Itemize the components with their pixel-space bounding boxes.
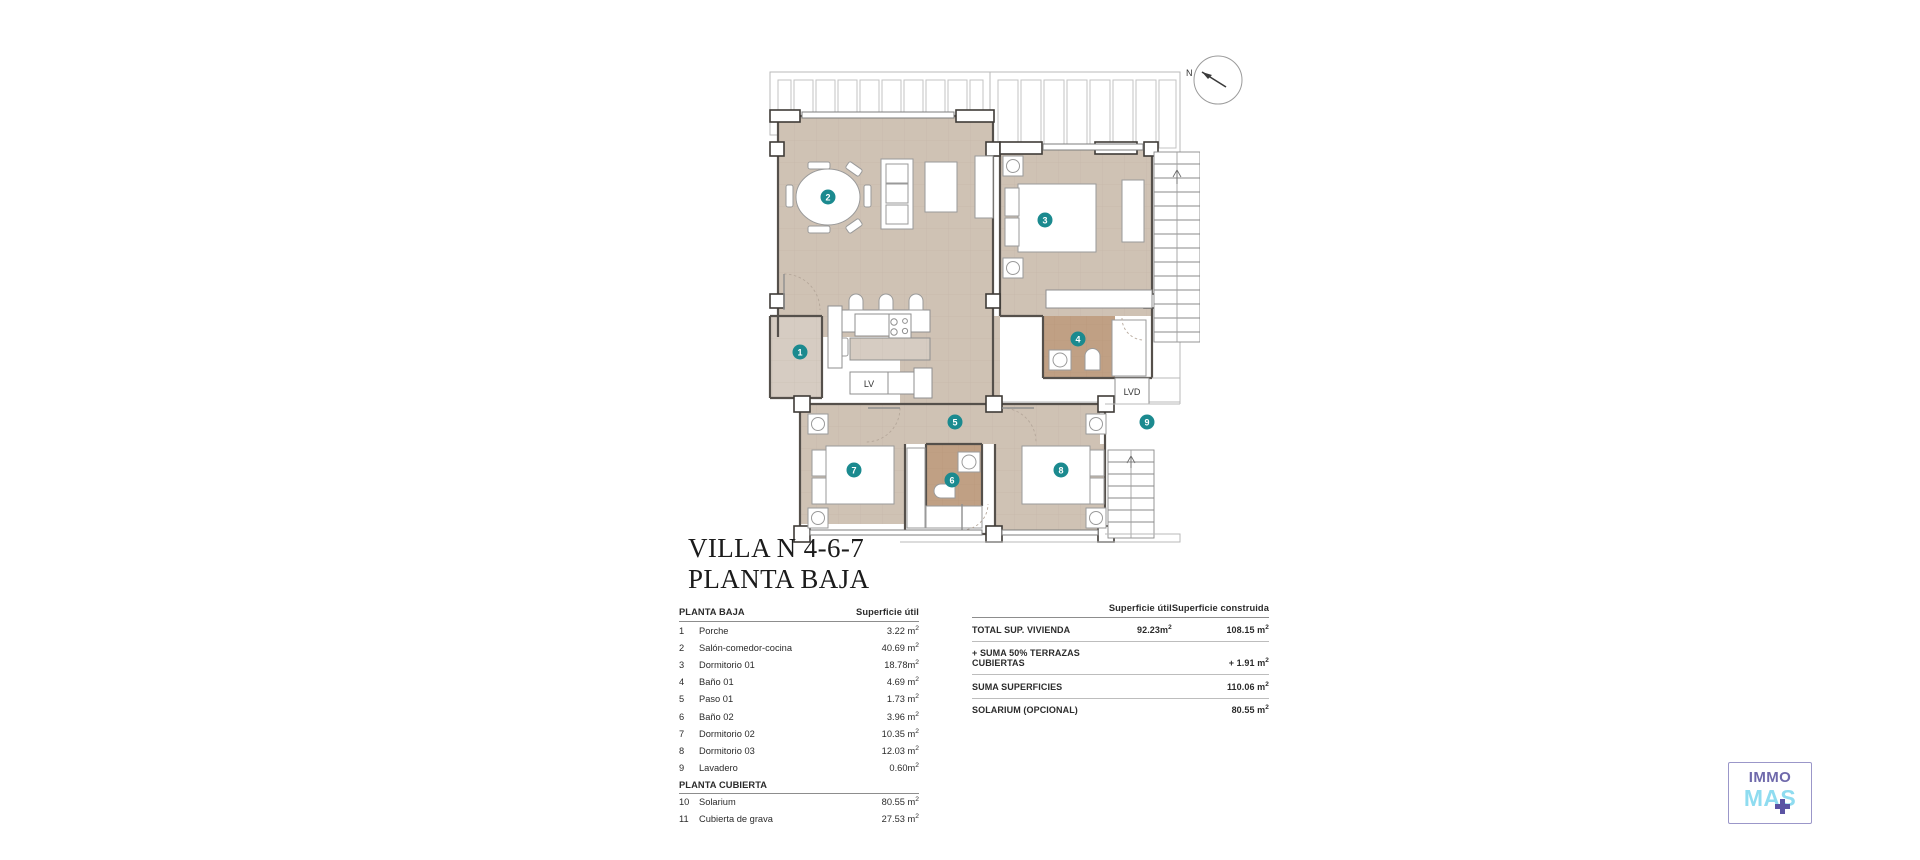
section-header-planta-baja: PLANTA BAJA — [679, 607, 745, 617]
room-marker-2: 2 — [820, 189, 836, 205]
laundry-unit — [1114, 377, 1150, 405]
furniture-coffee-table — [924, 161, 958, 213]
room-marker-9: 9 — [1139, 414, 1155, 430]
svg-text:2: 2 — [825, 192, 830, 202]
closet-bedroom-01 — [1045, 289, 1153, 309]
summary-row-label: SOLARIUM (OPCIONAL) — [972, 705, 1078, 715]
dishwasher-label: LVD — [1124, 387, 1141, 397]
title-line-2: PLANTA BAJA — [688, 564, 870, 595]
summary-header-row: Superficie útil Superficie construida — [972, 603, 1269, 617]
room-marker-4: 4 — [1070, 331, 1086, 347]
logo-text-immo: IMMO — [1748, 769, 1792, 786]
room-marker-1: 1 — [792, 344, 808, 360]
section-header-planta-cubierta: PLANTA CUBIERTA — [679, 779, 768, 790]
sliding-doors — [801, 111, 1144, 536]
wardrobe-bedroom-01 — [974, 155, 1145, 243]
svg-text:7: 7 — [851, 465, 856, 475]
schedule-header-row: PLANTA BAJA Superficie útil — [679, 607, 919, 621]
page-title: VILLA N 4-6-7 PLANTA BAJA — [688, 533, 1108, 596]
logo-text-mas: MAS — [1743, 785, 1797, 811]
svg-text:6: 6 — [949, 475, 954, 485]
room-marker-6: 6 — [944, 472, 960, 488]
table-row: SOLARIUM (OPCIONAL) 80.55 m2 — [972, 698, 1269, 721]
staircase-arrow-bottom — [1126, 455, 1136, 468]
furniture-sofa — [880, 158, 914, 230]
room-marker-7: 7 — [846, 462, 862, 478]
washing-machine-label: LV — [864, 379, 874, 389]
column-header-superficie-util: Superficie útil — [1108, 603, 1172, 613]
table-row: TOTAL SUP. VIVIENDA 92.23m2 108.15 m2 — [972, 618, 1269, 641]
bathroom-02-fixtures — [925, 451, 983, 529]
compass-rose: N — [1160, 42, 1260, 128]
staircase-arrow-right — [1172, 169, 1182, 184]
summary-row-label: TOTAL SUP. VIVIENDA — [972, 624, 1071, 635]
compass-north-label: N — [1186, 68, 1193, 78]
furniture-bed-02 — [807, 413, 895, 529]
door-leafs — [783, 274, 1034, 530]
room-marker-5: 5 — [947, 414, 963, 430]
title-line-1: VILLA N 4-6-7 — [688, 533, 865, 563]
immomas-logo[interactable]: IMMO MAS — [1728, 762, 1812, 824]
floor-plan-drawing: LV LVD — [750, 52, 1200, 562]
summary-row-label: SUMA SUPERFICIES — [972, 681, 1063, 692]
column-header-superficie-construida: Superficie construida — [1171, 603, 1269, 613]
svg-text:3: 3 — [1042, 215, 1047, 225]
svg-text:1: 1 — [797, 347, 802, 357]
room-markers: 1 2 3 4 5 6 7 8 9 — [792, 189, 1155, 488]
svg-text:5: 5 — [952, 417, 957, 427]
column-header-superficie-util: Superficie útil — [856, 607, 919, 617]
wardrobe-bedroom-02 — [906, 447, 926, 529]
kitchen-lower-units — [827, 305, 933, 399]
svg-text:4: 4 — [1075, 334, 1080, 344]
summary-row-label: + SUMA 50% TERRAZAS CUBIERTAS — [972, 648, 1080, 668]
kitchen-counters — [849, 337, 931, 361]
pergola-slats-right — [997, 79, 1177, 149]
bathroom-01-fixtures — [1048, 319, 1147, 377]
table-row: + SUMA 50% TERRAZAS CUBIERTAS + 1.91 m2 — [972, 641, 1269, 674]
room-marker-3: 3 — [1037, 212, 1053, 228]
plus-icon — [1775, 799, 1790, 814]
terrace-outline — [900, 377, 1181, 543]
section-header-row: PLANTA CUBIERTA — [679, 777, 919, 793]
kitchen-bar-stools — [848, 293, 924, 311]
table-row: SUMA SUPERFICIES 110.06 m2 — [972, 675, 1269, 698]
room-marker-8: 8 — [1053, 462, 1069, 478]
kitchen-island — [839, 309, 931, 339]
svg-text:8: 8 — [1058, 465, 1063, 475]
surface-summary-table: Superficie útil Superficie construida TO… — [972, 603, 1269, 721]
furniture-bed-01 — [1002, 155, 1097, 279]
svg-text:9: 9 — [1144, 417, 1149, 427]
summary-label-column-header — [972, 603, 1100, 617]
furniture-bed-03 — [1021, 413, 1107, 529]
